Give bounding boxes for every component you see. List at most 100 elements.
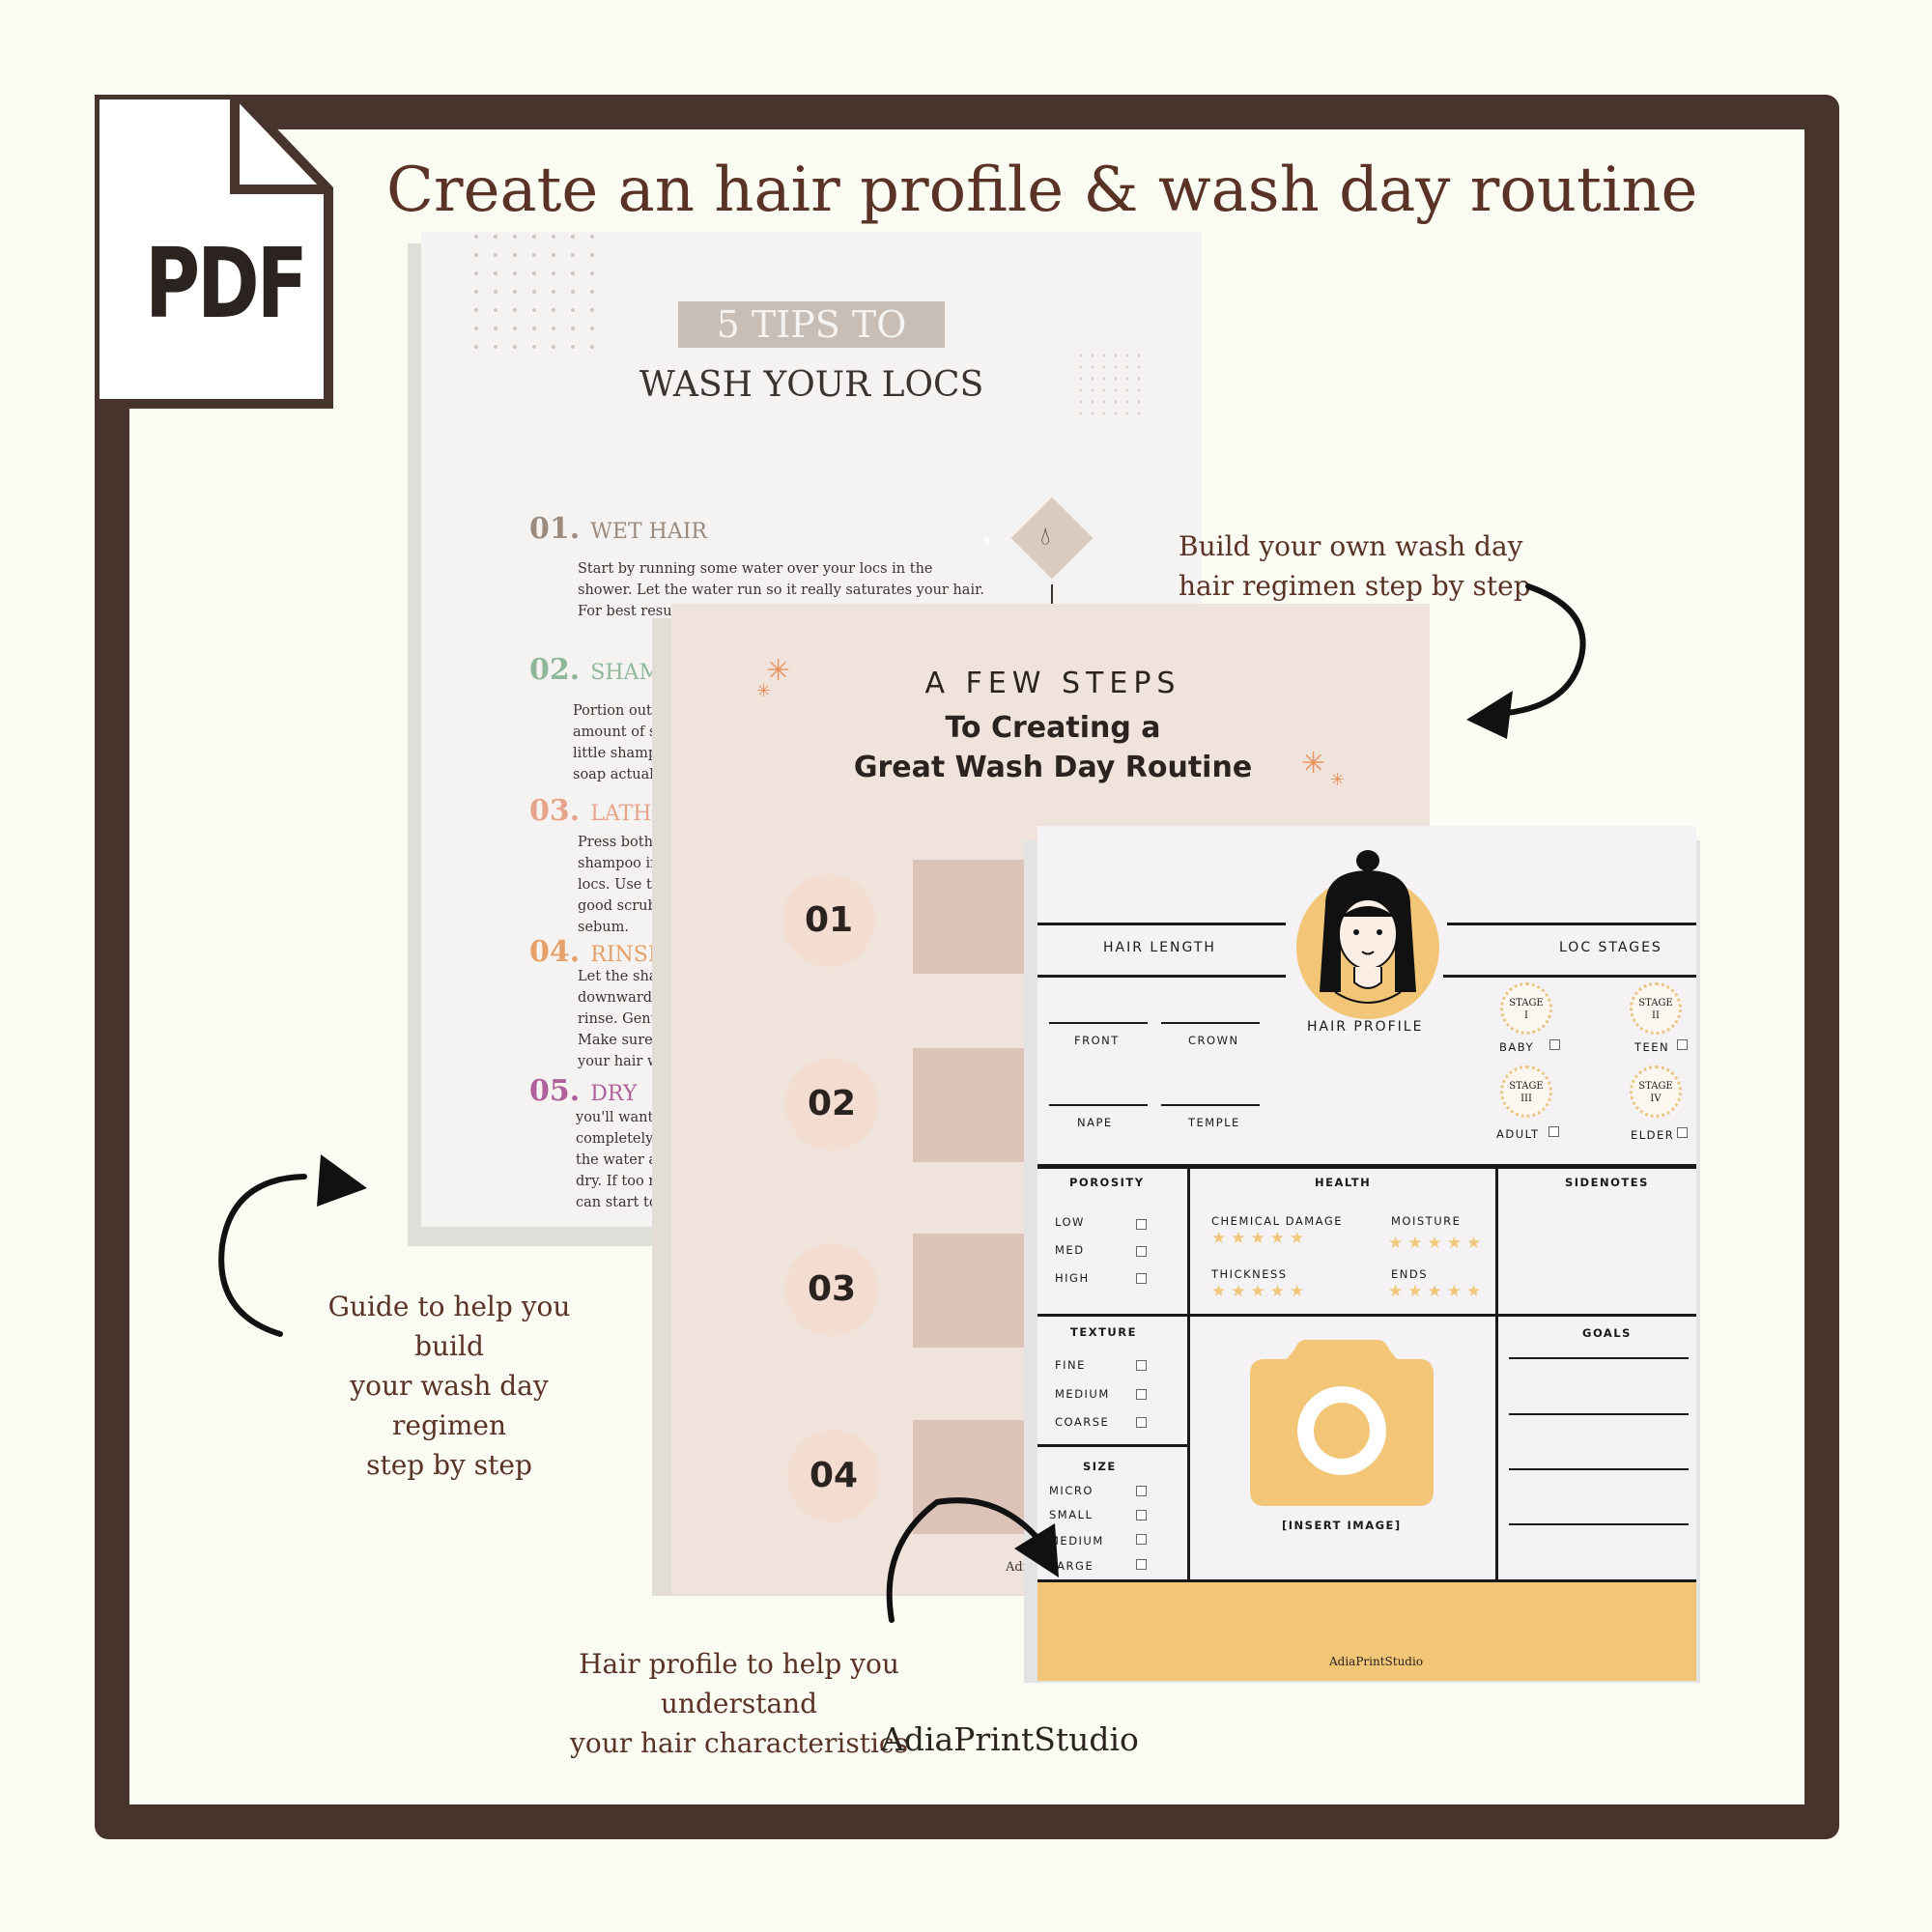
health-heading: HEALTH [1315,1176,1372,1189]
insert-image-label: [INSERT IMAGE] [1282,1519,1402,1532]
goal-line [1509,1523,1689,1525]
woman-portrait-icon [1320,850,1416,1004]
elder-checkbox[interactable] [1677,1127,1688,1138]
porosity-low-checkbox[interactable] [1136,1219,1147,1230]
porosity-med-checkbox[interactable] [1136,1246,1147,1257]
stage-label: STAGE [1509,998,1544,1009]
step-circle [785,1243,878,1336]
tip-body-line: little shampoo [573,746,674,761]
tip-body-line: you'll want to [576,1110,672,1125]
texture-option: MEDIUM [1055,1387,1110,1401]
tip-number: 04. [529,935,581,969]
stage-roman: II [1652,1010,1660,1021]
callout-top-right: Build your own wash day hair regimen ste… [1179,526,1531,606]
callout-line: Guide to help you build [327,1291,571,1362]
divider [1447,923,1696,925]
porosity-option: LOW [1055,1215,1085,1229]
texture-heading: TEXTURE [1070,1325,1137,1339]
tip-body-line: amount of sha [573,724,674,740]
health-metric: ENDS [1391,1267,1429,1281]
tip-body-line: sebum. [578,920,630,935]
callout-line: Build your own wash day [1179,530,1523,562]
goal-line [1509,1357,1689,1359]
size-option: MEDIUM [1049,1534,1104,1548]
divider [1037,923,1286,925]
field-line [1161,1022,1260,1024]
stage-label: STAGE [1638,1081,1673,1092]
stage-name: BABY [1499,1040,1535,1054]
adult-checkbox[interactable] [1548,1126,1559,1137]
size-medium-checkbox[interactable] [1136,1534,1147,1545]
tip-body-line: good scrub to [578,898,675,914]
divider [1443,975,1696,978]
step-circle [785,1058,878,1151]
hair-profile-title: HAIR PROFILE [1307,1019,1424,1035]
porosity-high-checkbox[interactable] [1136,1273,1147,1284]
stage-label: STAGE [1509,1081,1544,1092]
stage-roman: IV [1650,1094,1662,1104]
curved-arrow-icon [886,1497,1059,1623]
sparkle-icon: ✳ [766,654,791,688]
teen-checkbox[interactable] [1677,1039,1688,1050]
health-metric: THICKNESS [1211,1267,1288,1281]
stage-roman: III [1520,1094,1532,1104]
steps-heading-2: To Creating a Great Wash Day Routine [671,708,1430,787]
stage-label: STAGE [1638,998,1673,1009]
texture-option: COARSE [1055,1415,1110,1429]
goals-heading: GOALS [1582,1326,1632,1340]
main-title: Create an hair profile & wash day routin… [386,155,1698,226]
porosity-option: MED [1055,1243,1085,1257]
texture-medium-checkbox[interactable] [1136,1389,1147,1400]
pdf-label: PDF [145,227,308,340]
tip-1-body: Start by running some water over your lo… [578,558,1003,622]
grid-divider [1037,1579,1696,1582]
tip-body-line: your hair whe [578,1054,677,1069]
sidenotes-heading: SIDENOTES [1565,1176,1649,1189]
callout-line: hair regimen step by step [1179,570,1531,602]
stage-name: ADULT [1496,1127,1540,1141]
pdf-file-icon [95,95,333,409]
tip-4: 04. RINSE [529,935,664,969]
size-option: LARGE [1049,1559,1094,1573]
step-number: 03 [807,1269,857,1309]
stage-name: ELDER [1631,1128,1675,1142]
dot-pattern-icon [474,235,594,349]
size-micro-checkbox[interactable] [1136,1486,1147,1496]
tip-title: RINSE [590,943,664,967]
porosity-option: HIGH [1055,1271,1090,1285]
star-rating-icon[interactable]: ★★★★★ [1211,1229,1310,1248]
field-line [1049,1022,1148,1024]
tip-body-line: dry. If too mu [576,1174,671,1189]
water-drop-icon: 💧︎ [1040,522,1051,551]
camera-icon[interactable] [1250,1340,1434,1506]
star-rating-icon[interactable]: ★★★★★ [1211,1282,1310,1301]
hair-length-heading: HAIR LENGTH [1103,940,1216,955]
grid-divider [1187,1167,1190,1582]
size-heading: SIZE [1083,1460,1117,1473]
tips-subtitle: WASH YOUR LOCS [639,365,984,405]
size-large-checkbox[interactable] [1136,1559,1147,1570]
grid-divider [1495,1167,1498,1582]
tip-number: 05. [529,1074,581,1108]
health-metric: MOISTURE [1391,1214,1462,1228]
texture-fine-checkbox[interactable] [1136,1360,1147,1371]
texture-option: FINE [1055,1358,1086,1372]
size-small-checkbox[interactable] [1136,1510,1147,1520]
loc-stages-heading: LOC STAGES [1559,940,1662,955]
sparkle-icon: ✦ [981,533,993,549]
profile-page: HAIR LENGTH LOC STAGES HAIR PROFILE FRON… [1037,826,1696,1681]
callout-line: your hair characteristics [570,1727,908,1759]
tips-badge-text: 5 TIPS TO [716,303,907,346]
porosity-heading: POROSITY [1069,1176,1145,1189]
star-rating-icon[interactable]: ★★★★★ [1388,1282,1487,1301]
step-number: 02 [807,1084,857,1123]
texture-coarse-checkbox[interactable] [1136,1417,1147,1428]
star-rating-icon[interactable]: ★★★★★ [1388,1234,1487,1253]
field-line [1049,1104,1148,1106]
callout-line: step by step [366,1449,532,1481]
sparkle-icon: ✳ [1330,770,1346,790]
diamond-badge [1010,497,1094,580]
stage-badge: STAGE IV [1630,1065,1682,1118]
baby-checkbox[interactable] [1549,1039,1560,1050]
